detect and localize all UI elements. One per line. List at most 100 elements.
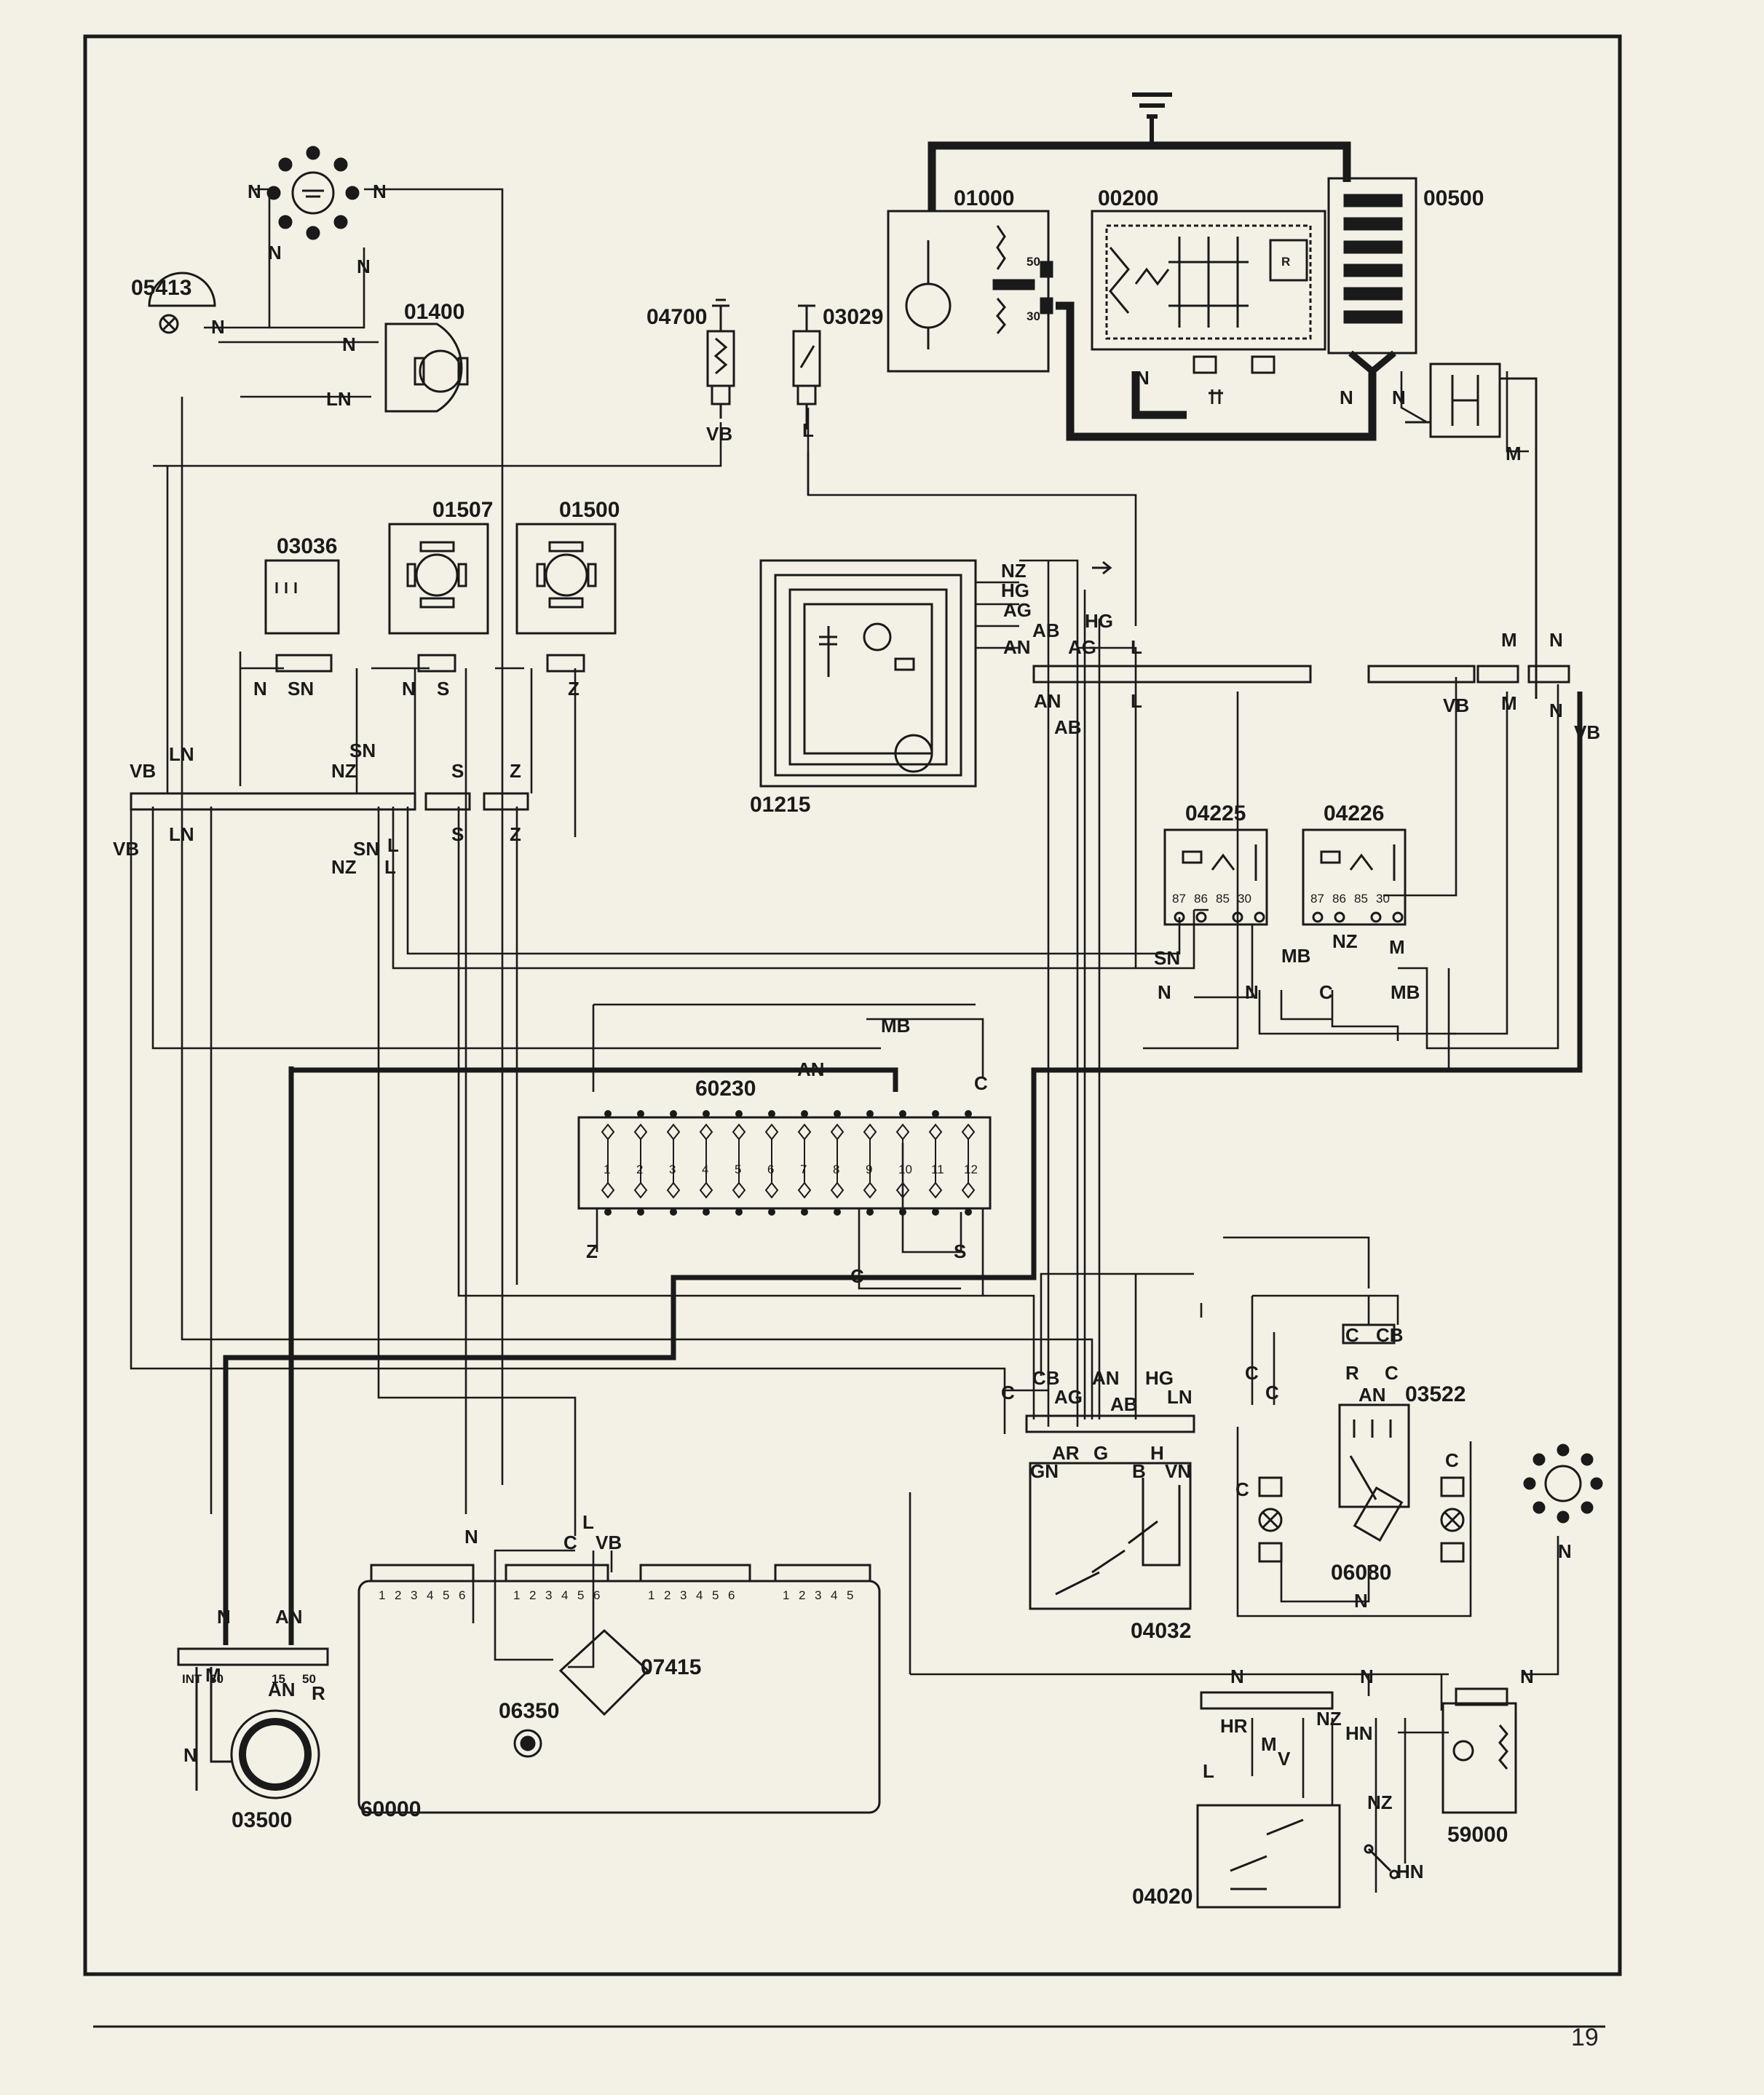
- wire-label: S: [437, 678, 449, 700]
- switch-nz-hn: [1364, 1844, 1399, 1880]
- wire-label: L: [582, 1511, 594, 1533]
- battery-00500: [1327, 177, 1417, 376]
- wire-label: MB: [1281, 945, 1310, 967]
- ecu-pin-number: 1: [513, 1588, 520, 1602]
- wire-label: VB: [1574, 721, 1600, 743]
- label-59000: 59000: [1447, 1823, 1508, 1847]
- wire-label: HN: [1345, 1722, 1373, 1744]
- fuse-element: [895, 1123, 910, 1199]
- fuse-top-terminal: [735, 1110, 743, 1117]
- motor-01400: [384, 322, 469, 413]
- wire-label: M: [1506, 443, 1522, 464]
- ecu-pin-number: 3: [545, 1588, 552, 1602]
- connector-strip-s: [424, 792, 471, 811]
- control-unit-60000: [357, 1564, 881, 1814]
- diagram-frame: [83, 34, 1622, 1976]
- fuse-bottom-terminal: [866, 1208, 874, 1216]
- label-07415: 07415: [641, 1655, 701, 1679]
- terminal-label: 50: [1027, 255, 1040, 269]
- wire-label: L: [387, 834, 399, 856]
- wire-label: L: [384, 856, 396, 878]
- wire-label: N: [1245, 981, 1259, 1003]
- wire-label: N: [1360, 1666, 1374, 1687]
- label-04032: 04032: [1131, 1619, 1191, 1643]
- wire-label: N: [342, 333, 356, 355]
- page-number: 19: [1571, 2024, 1599, 2051]
- wire-label: M: [1389, 936, 1405, 958]
- fuse-top-terminal: [932, 1110, 939, 1117]
- fuse-element: [633, 1123, 648, 1199]
- wire-label: C: [1319, 981, 1333, 1003]
- fuse-number: 3: [669, 1163, 676, 1176]
- ecu-pin-number: 6: [459, 1588, 465, 1602]
- fuse-top-terminal: [965, 1110, 972, 1117]
- wire-label: C: [1001, 1382, 1015, 1403]
- ecu-pin-number: 2: [395, 1588, 401, 1602]
- wire-label: C: [1445, 1449, 1459, 1471]
- connector-strip-left: [130, 792, 416, 811]
- relay-pin-number: 86: [1194, 892, 1208, 906]
- wire-label: H: [1150, 1442, 1164, 1464]
- label-04226: 04226: [1324, 801, 1384, 825]
- arrow-out: [1092, 561, 1112, 575]
- wire-label: HG: [1001, 579, 1029, 601]
- fuse-number: 11: [931, 1163, 944, 1176]
- switch-03029: [792, 304, 821, 429]
- wire-label: NZ: [1316, 1708, 1342, 1730]
- terminal-label: 30: [1027, 309, 1040, 323]
- connector-strips: [130, 665, 1570, 1710]
- wire-label: Z: [586, 1240, 598, 1262]
- terminal-label: INT: [182, 1672, 202, 1686]
- wire-label: AN: [268, 1679, 296, 1700]
- connector-strip-n: [1527, 665, 1570, 684]
- ecu-pin-number: 1: [648, 1588, 654, 1602]
- ground-symbol-top: [1132, 92, 1172, 146]
- fuse-number: 7: [800, 1163, 807, 1176]
- relay-pin-number: 87: [1310, 892, 1324, 906]
- fuse-number: 2: [636, 1163, 643, 1176]
- label-06080: 06080: [1331, 1561, 1391, 1585]
- relay-pin-number: 30: [1238, 892, 1251, 906]
- fuse-number: 10: [898, 1163, 912, 1176]
- label-01000: 01000: [954, 186, 1014, 210]
- wire-label: VB: [596, 1532, 622, 1553]
- label-60230: 60230: [695, 1077, 756, 1101]
- wire-label: NZ: [1332, 930, 1358, 952]
- wire-label: MB: [1391, 981, 1420, 1003]
- wire-label: SN: [1154, 947, 1180, 969]
- wire-label: AG: [1068, 636, 1096, 658]
- sensor-07415: [558, 1628, 650, 1716]
- wire-label: SN: [288, 678, 314, 700]
- fuse-element: [764, 1123, 779, 1199]
- wire-label: N: [1354, 1590, 1368, 1612]
- ecu-pin-number: 1: [783, 1588, 789, 1602]
- wire-label: AB: [1054, 716, 1082, 738]
- fuse-element: [666, 1123, 681, 1199]
- wire-label: AN: [1092, 1367, 1120, 1389]
- fuse-element: [863, 1123, 877, 1199]
- wire-label: C: [563, 1532, 577, 1553]
- wire-label: VB: [113, 838, 139, 860]
- fuse-bottom-terminal: [735, 1208, 743, 1216]
- wire-label: AG: [1054, 1386, 1083, 1408]
- wire-label: M: [1501, 692, 1517, 714]
- ecu-pin-number: 2: [664, 1588, 671, 1602]
- wire-label: SN: [353, 838, 379, 860]
- wire-label: HR: [1220, 1715, 1248, 1737]
- wire-label: VB: [706, 423, 732, 445]
- wire-label: S: [954, 1240, 966, 1262]
- ecu-pin-number: 4: [696, 1588, 703, 1602]
- wire-label: HG: [1145, 1367, 1174, 1389]
- relay-pin-number: 85: [1354, 892, 1368, 906]
- wire-label: N: [402, 678, 416, 700]
- wire-label: CB: [1032, 1367, 1060, 1389]
- fuse-bottom-terminal: [932, 1208, 939, 1216]
- ecu-pin-number: 3: [680, 1588, 687, 1602]
- wire-label: N: [1549, 629, 1563, 651]
- fuse-bottom-terminal: [965, 1208, 972, 1216]
- label-60000: 60000: [360, 1797, 421, 1821]
- wire-label: N: [1392, 387, 1406, 408]
- ecu-pin-number: 6: [728, 1588, 735, 1602]
- wire-label: HN: [1396, 1861, 1424, 1882]
